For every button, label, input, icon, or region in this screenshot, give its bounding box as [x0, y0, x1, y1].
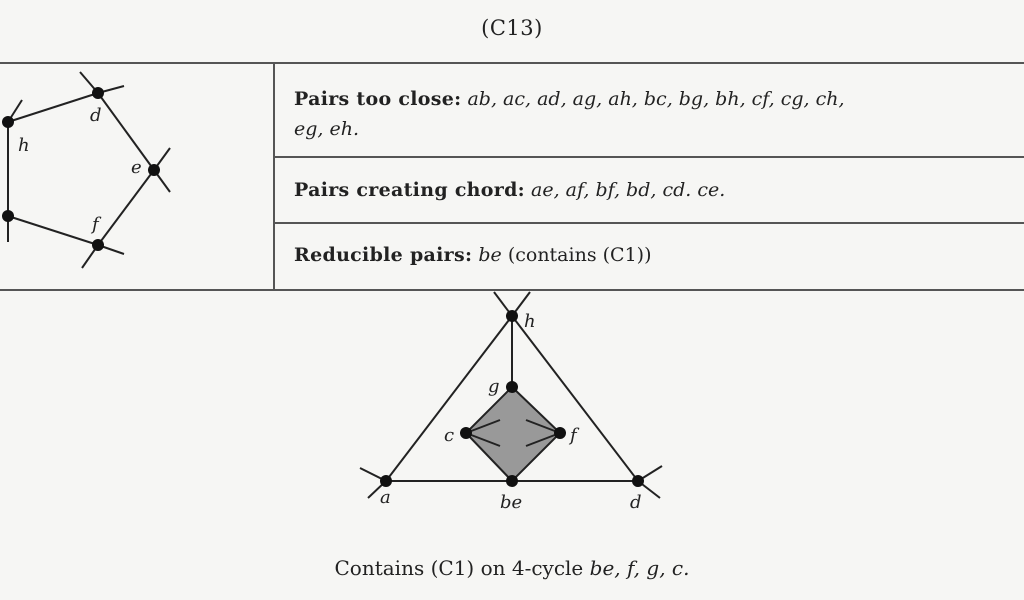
- vertex-dot: [2, 210, 14, 222]
- reducible-pairs-heading: Reducible pairs:: [294, 244, 473, 266]
- left-vertex-label: f: [90, 214, 102, 235]
- vertex-d-dot: [92, 87, 104, 99]
- triangle-vertex-label: d: [630, 492, 642, 513]
- vertex-be-dot: [506, 475, 518, 487]
- reducible-pairs-note: (contains (C1)): [501, 244, 652, 266]
- left-graph: [7, 71, 171, 269]
- triangle-vertex-label: h: [524, 311, 536, 332]
- table-row-divider: [275, 156, 1024, 158]
- vertex-d-dot: [632, 475, 644, 487]
- left-vertex-label: h: [18, 135, 30, 156]
- caption-prefix: Contains (C1) on 4-cycle: [334, 556, 590, 580]
- vertex-g-dot: [506, 381, 518, 393]
- inner-stubs: [465, 419, 561, 447]
- triangle-vertex-label: g: [488, 376, 500, 397]
- triangle-vertex-label: be: [500, 492, 522, 513]
- pairs-too-close-heading: Pairs too close:: [294, 88, 462, 110]
- triangle-vertex-label: c: [444, 425, 454, 446]
- table-row-divider: [275, 222, 1024, 224]
- vertex-c-dot: [460, 427, 472, 439]
- pairs-creating-chord-cell: Pairs creating chord: ae, af, bf, bd, cd…: [294, 175, 1019, 205]
- triangle-graph-vertices: [380, 310, 644, 487]
- vertex-a-dot: [380, 475, 392, 487]
- pairs-creating-chord-list: ae, af, bf, bd, cd. ce.: [531, 179, 726, 201]
- caption-cycle: be, f, g, c.: [589, 556, 690, 580]
- pairs-creating-chord-heading: Pairs creating chord:: [294, 179, 525, 201]
- figure-caption: Contains (C1) on 4-cycle be, f, g, c.: [0, 556, 1024, 580]
- case-label: (C13): [481, 16, 543, 40]
- table-column-divider: [273, 62, 275, 291]
- left-vertex-label: d: [90, 105, 102, 126]
- vertex-f-dot: [92, 239, 104, 251]
- table-bottom-rule: [0, 289, 1024, 291]
- left-vertex-label: e: [131, 157, 142, 178]
- pairs-too-close-list: ab, ac, ad, ag, ah, bc, bg, bh, cf, cg, …: [467, 88, 845, 110]
- pairs-too-close-list-cont: eg, eh.: [294, 118, 360, 140]
- vertex-h-dot: [506, 310, 518, 322]
- reducible-pairs-pair: be: [478, 244, 502, 266]
- table-top-rule: [0, 62, 1024, 64]
- reducible-pairs-cell: Reducible pairs: be (contains (C1)): [294, 240, 1019, 270]
- vertex-e-dot: [148, 164, 160, 176]
- shaded-4-cycle: [464, 385, 562, 483]
- pairs-too-close-cell: Pairs too close: ab, ac, ad, ag, ah, bc,…: [294, 84, 1019, 144]
- vertex-f-dot: [554, 427, 566, 439]
- triangle-vertex-label: f: [568, 425, 580, 446]
- left-graph-vertices: [2, 87, 160, 251]
- triangle-vertex-label: a: [380, 487, 391, 508]
- vertex-h-dot: [2, 116, 14, 128]
